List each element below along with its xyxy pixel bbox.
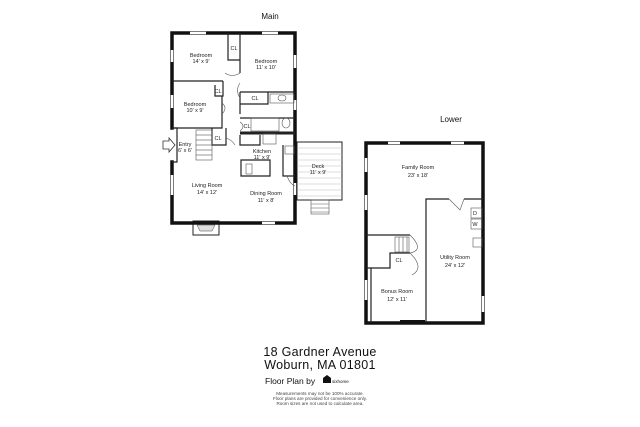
room-size: 11' x 9' bbox=[254, 155, 271, 161]
room-name: Bedroom bbox=[184, 102, 207, 108]
lower-level-title: Lower bbox=[440, 115, 462, 124]
lower-level: Lower D W CL Family Room 23' x 18' bbox=[364, 115, 485, 325]
main-closets: CL CL CL CL CL bbox=[214, 46, 258, 142]
deck bbox=[296, 141, 343, 201]
lower-fixtures bbox=[394, 198, 483, 276]
closet-label: CL bbox=[243, 124, 250, 130]
entrance-arrow-icon bbox=[162, 136, 176, 154]
room-name: Dining Room bbox=[250, 191, 282, 197]
lower-room-labels: Family Room 23' x 18' Utility Room 24' x… bbox=[381, 165, 470, 303]
room-size: 12' x 11' bbox=[387, 297, 407, 303]
room-name: Bedroom bbox=[190, 53, 213, 59]
disclaimer-line: Floor plans are provided for convenience… bbox=[273, 396, 367, 401]
room-size: 14' x 9' bbox=[192, 59, 209, 65]
address-line2: Woburn, MA 01801 bbox=[264, 358, 376, 372]
lower-interior-walls bbox=[366, 198, 483, 323]
room-name: Bedroom bbox=[255, 59, 278, 65]
deck-boards bbox=[297, 147, 342, 197]
toilet bbox=[281, 117, 291, 129]
brand-logo: sixhome bbox=[332, 379, 349, 384]
main-room-labels: Bedroom 14' x 9' Bedroom 11' x 10' Bedro… bbox=[178, 53, 326, 204]
room-size: 11' x 10' bbox=[256, 65, 276, 71]
footer: 18 Gardner Avenue Woburn, MA 01801 Floor… bbox=[263, 345, 376, 406]
room-name: Entry bbox=[179, 142, 192, 148]
disclaimer-line: Measurements may not be 100% accurate. bbox=[276, 391, 364, 396]
room-name: Deck bbox=[312, 164, 325, 170]
closet-label: CL bbox=[251, 96, 258, 102]
washer-label: W bbox=[472, 222, 478, 228]
room-size: 10' x 9' bbox=[186, 108, 203, 114]
disclaimer-line: Room sizes are not used to calculate are… bbox=[276, 401, 363, 406]
room-size: 6' x 6' bbox=[178, 148, 192, 154]
credit-label: Floor Plan by bbox=[265, 376, 316, 386]
cooktop bbox=[245, 163, 253, 175]
main-exterior-wall bbox=[170, 31, 297, 225]
main-level: Main bbox=[162, 12, 343, 236]
room-name: Living Room bbox=[192, 183, 223, 189]
room-size: 14' x 12' bbox=[197, 190, 217, 196]
closet-label: CL bbox=[214, 89, 221, 95]
lower-door-threshold bbox=[400, 320, 425, 323]
deck-stairs bbox=[310, 199, 330, 215]
room-size: 24' x 12' bbox=[445, 263, 465, 269]
vanity bbox=[269, 93, 295, 104]
room-name: Family Room bbox=[402, 165, 435, 171]
room-size: 11' x 8' bbox=[258, 198, 275, 204]
main-level-title: Main bbox=[261, 12, 278, 21]
kitchen-sink bbox=[284, 145, 295, 155]
room-name: Kitchen bbox=[253, 149, 271, 155]
closet-label: CL bbox=[214, 136, 221, 142]
room-size: 11' x 9' bbox=[310, 170, 327, 176]
room-size: 23' x 18' bbox=[408, 173, 428, 179]
main-stairs bbox=[195, 129, 213, 161]
address-line1: 18 Gardner Avenue bbox=[263, 345, 376, 359]
sink bbox=[277, 94, 287, 102]
closet-label: CL bbox=[230, 46, 237, 52]
hearth bbox=[196, 224, 216, 232]
range bbox=[262, 133, 277, 145]
windows bbox=[170, 31, 297, 225]
door-swings bbox=[221, 72, 296, 187]
dryer-label: D bbox=[473, 211, 477, 217]
room-name: Bonus Room bbox=[381, 289, 413, 295]
main-fixtures bbox=[245, 93, 295, 175]
room-name: Utility Room bbox=[440, 255, 470, 261]
bathtub bbox=[250, 117, 280, 132]
windows bbox=[364, 141, 485, 312]
house-logo-icon bbox=[323, 375, 331, 383]
closet-label: CL bbox=[395, 258, 402, 264]
